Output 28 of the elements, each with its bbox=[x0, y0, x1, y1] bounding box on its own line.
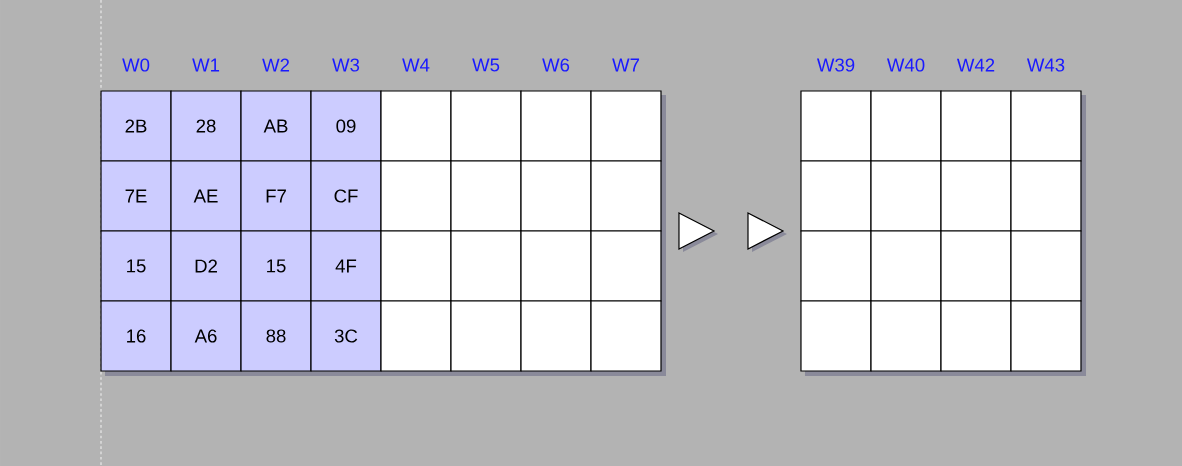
column-header: W40 bbox=[886, 58, 925, 72]
table-cell: 16 bbox=[100, 300, 172, 372]
table-cell: AE bbox=[170, 160, 242, 232]
table-cell: 88 bbox=[240, 300, 312, 372]
column-header: W43 bbox=[1026, 58, 1065, 72]
table-cell: 4F bbox=[310, 230, 382, 302]
column-header: W1 bbox=[192, 58, 220, 72]
table-cell: CF bbox=[310, 160, 382, 232]
table-cell: F7 bbox=[240, 160, 312, 232]
table-cell: 2B bbox=[100, 90, 172, 162]
column-header: W5 bbox=[472, 58, 500, 72]
column-header: W39 bbox=[817, 58, 855, 72]
table-cell: 09 bbox=[310, 90, 382, 162]
column-header: W4 bbox=[402, 58, 430, 72]
table-cell: 15 bbox=[240, 230, 312, 302]
table-cell: 7E bbox=[100, 160, 172, 232]
column-header: W7 bbox=[612, 58, 640, 72]
table-cell: 28 bbox=[170, 90, 242, 162]
column-header: W6 bbox=[542, 58, 570, 72]
table-cell: A6 bbox=[170, 300, 242, 372]
table-cell: 15 bbox=[100, 230, 172, 302]
table-cell: AB bbox=[240, 90, 312, 162]
table-cell: 3C bbox=[310, 300, 382, 372]
column-header: W42 bbox=[956, 58, 995, 72]
column-header: W3 bbox=[332, 58, 360, 72]
column-header: W0 bbox=[122, 58, 150, 72]
column-header: W2 bbox=[262, 58, 290, 72]
table-cell: D2 bbox=[170, 230, 242, 302]
